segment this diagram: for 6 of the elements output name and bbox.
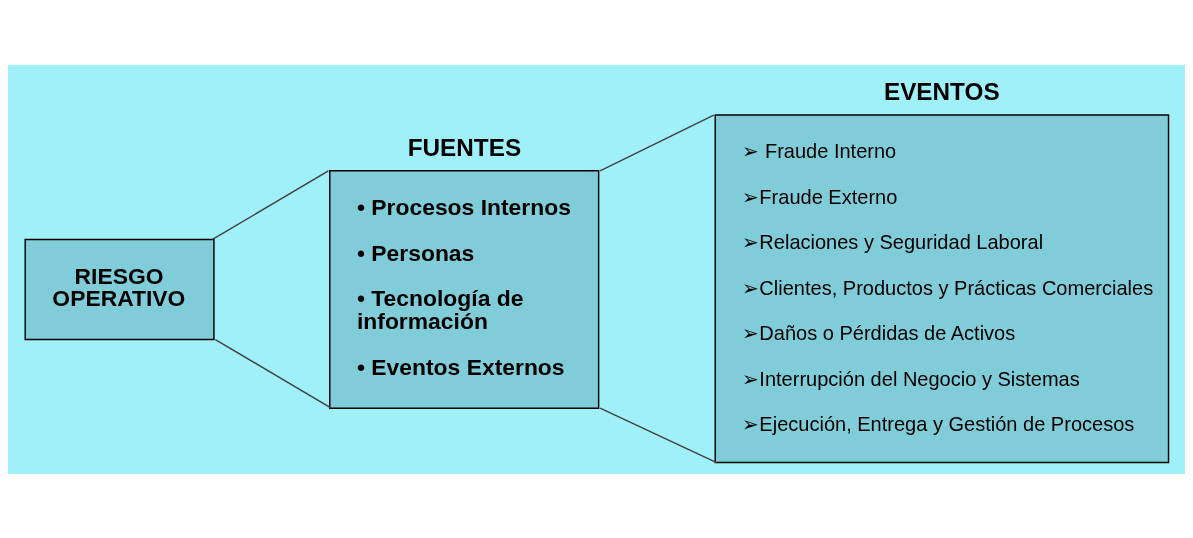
connector (211, 169, 330, 240)
node-label: EVENTOS (883, 77, 1000, 105)
connector (599, 407, 718, 463)
connector (214, 338, 332, 409)
connector (599, 113, 715, 172)
node-label: FUENTES (407, 133, 522, 161)
